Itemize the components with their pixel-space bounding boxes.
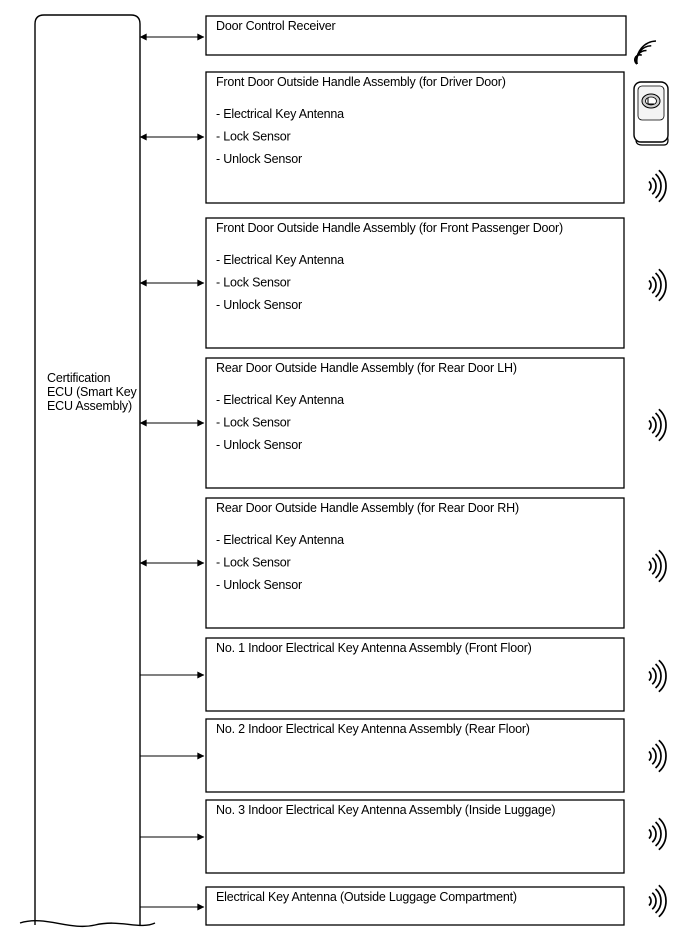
component-6: No. 1 Indoor Electrical Key Antenna Asse… <box>140 637 667 712</box>
ecu-break-line <box>19 920 156 928</box>
component-title: Rear Door Outside Handle Assembly (for R… <box>216 501 519 515</box>
component-title: No. 1 Indoor Electrical Key Antenna Asse… <box>216 641 532 655</box>
ecu-label-line-2: ECU (Smart Key <box>47 385 138 399</box>
radio-wave-icon <box>634 40 657 65</box>
component-item: - Electrical Key Antenna <box>216 533 344 547</box>
component-box <box>205 357 625 489</box>
component-item: - Lock Sensor <box>216 416 291 430</box>
component-3: Front Door Outside Handle Assembly (for … <box>139 217 667 349</box>
component-2: Front Door Outside Handle Assembly (for … <box>139 71 667 204</box>
component-item: - Lock Sensor <box>216 130 291 144</box>
component-box <box>205 497 625 629</box>
radio-wave-icon <box>648 169 667 203</box>
component-1: Door Control Receiver <box>139 15 657 65</box>
component-box <box>205 799 625 874</box>
component-item: - Unlock Sensor <box>216 152 302 166</box>
component-item: - Lock Sensor <box>216 276 291 290</box>
ecu-label-line-3: ECU Assembly) <box>47 399 132 413</box>
component-9: Electrical Key Antenna (Outside Luggage … <box>140 884 667 926</box>
component-item: - Unlock Sensor <box>216 438 302 452</box>
component-box <box>205 886 625 926</box>
component-title: Rear Door Outside Handle Assembly (for R… <box>216 361 517 375</box>
component-title: No. 2 Indoor Electrical Key Antenna Asse… <box>216 722 530 736</box>
component-title: No. 3 Indoor Electrical Key Antenna Asse… <box>216 803 555 817</box>
component-item: - Electrical Key Antenna <box>216 393 344 407</box>
radio-wave-icon <box>648 739 667 773</box>
radio-wave-icon <box>648 817 667 851</box>
component-item: - Unlock Sensor <box>216 298 302 312</box>
ecu-outline <box>34 14 141 925</box>
radio-wave-icon <box>648 408 667 442</box>
component-5: Rear Door Outside Handle Assembly (for R… <box>139 497 667 629</box>
ecu-label-line-1: Certification <box>47 371 111 385</box>
component-box <box>205 15 627 56</box>
component-title: Front Door Outside Handle Assembly (for … <box>216 221 563 235</box>
key-fob-icon <box>633 81 669 146</box>
component-4: Rear Door Outside Handle Assembly (for R… <box>139 357 667 489</box>
component-box <box>205 71 625 204</box>
radio-wave-icon <box>648 268 667 302</box>
component-title: Front Door Outside Handle Assembly (for … <box>216 75 506 89</box>
component-7: No. 2 Indoor Electrical Key Antenna Asse… <box>140 718 667 793</box>
component-box <box>205 718 625 793</box>
component-8: No. 3 Indoor Electrical Key Antenna Asse… <box>140 799 667 874</box>
radio-wave-icon <box>648 659 667 693</box>
component-item: - Electrical Key Antenna <box>216 253 344 267</box>
component-title: Door Control Receiver <box>216 19 335 33</box>
component-title: Electrical Key Antenna (Outside Luggage … <box>216 890 517 904</box>
component-box <box>205 637 625 712</box>
component-item: - Lock Sensor <box>216 556 291 570</box>
ecu-block: Certification ECU (Smart Key ECU Assembl… <box>19 14 156 928</box>
radio-wave-icon <box>648 884 667 918</box>
radio-wave-icon <box>648 549 667 583</box>
component-item: - Unlock Sensor <box>216 578 302 592</box>
component-item: - Electrical Key Antenna <box>216 107 344 121</box>
component-box <box>205 217 625 349</box>
